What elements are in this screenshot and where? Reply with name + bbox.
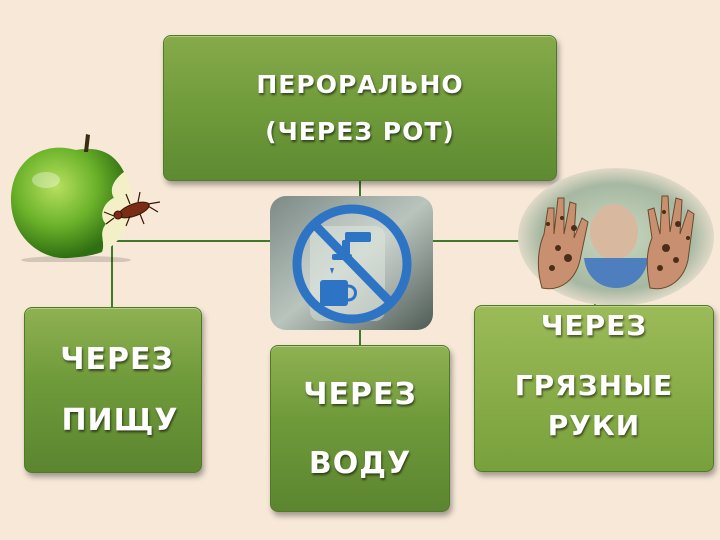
center-node-line2: (ЧЕРЕЗ РОТ) bbox=[265, 117, 455, 146]
center-node-box: ПЕРОРАЛЬНО (ЧЕРЕЗ РОТ) bbox=[163, 35, 557, 181]
dirty-hands-icon bbox=[518, 168, 714, 306]
branch-hands-line2: ГРЯЗНЫЕ РУКИ bbox=[514, 369, 674, 442]
center-node-line1: ПЕРОРАЛЬНО bbox=[256, 70, 464, 99]
branch-food-box: ЧЕРЕЗ ПИЩУ bbox=[24, 307, 202, 473]
branch-hands-line1: ЧЕРЕЗ bbox=[540, 309, 648, 342]
branch-water-box: ЧЕРЕЗ ВОДУ bbox=[270, 345, 450, 512]
no-water-sign-icon bbox=[270, 196, 433, 330]
branch-water-line1: ЧЕРЕЗ bbox=[303, 376, 417, 412]
branch-hands-box: ЧЕРЕЗ ГРЯЗНЫЕ РУКИ bbox=[474, 305, 714, 472]
branch-food-line2: ПИЩУ bbox=[61, 403, 179, 438]
apple-with-bug-icon bbox=[6, 132, 166, 264]
branch-food-line1: ЧЕРЕЗ bbox=[60, 342, 174, 377]
branch-water-line2: ВОДУ bbox=[308, 445, 412, 481]
